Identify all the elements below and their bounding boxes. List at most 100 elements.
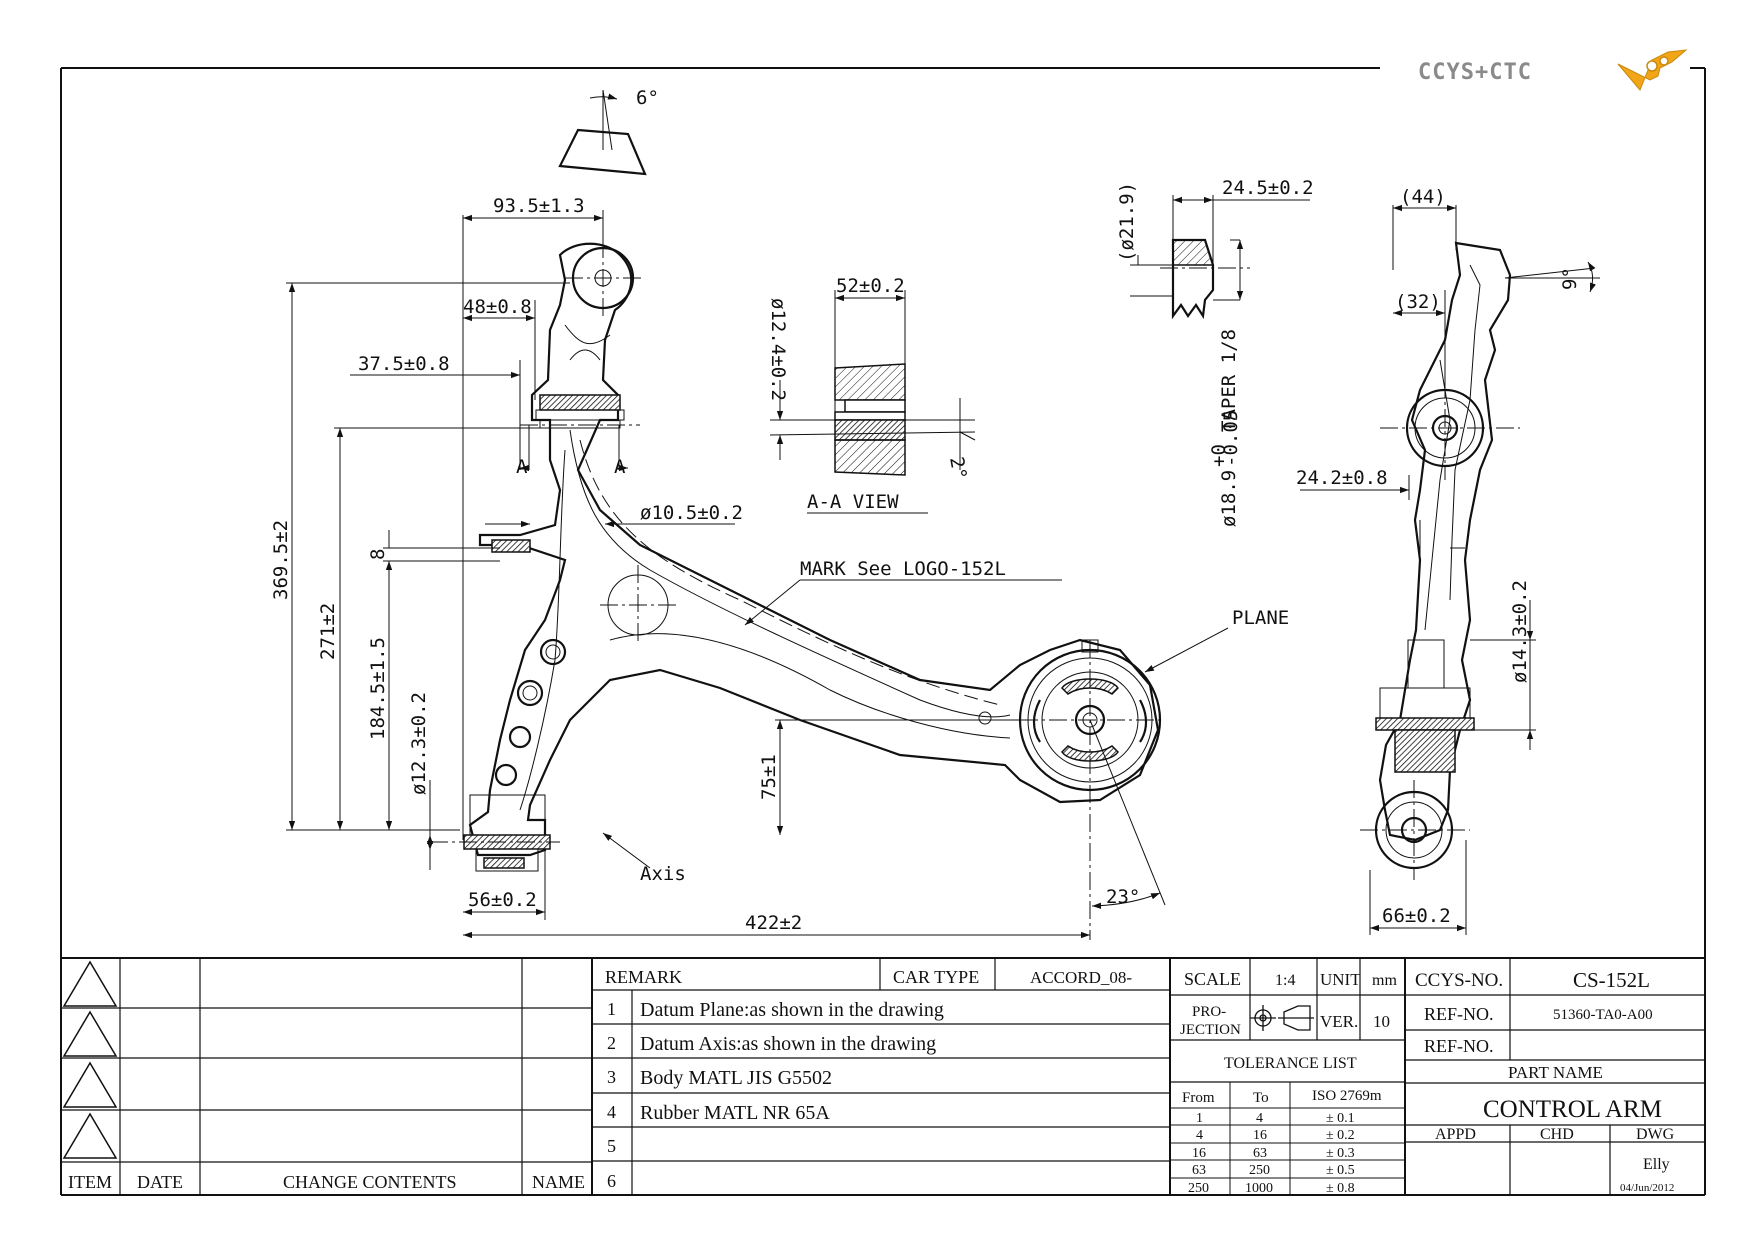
side-view: (44) (32) 9° 24.2±0.8 ø14.3±0.2 66±0.2 [1296,186,1600,935]
taper-view: 24.5±0.2 (ø21.9) TAPER 1/8 ø18.9 +0 -0.0… [1116,177,1314,527]
revision-triangle-icon [62,960,118,1007]
tol-to-4: 250 [1249,1163,1270,1178]
tol-to-3: 63 [1253,1146,1267,1161]
chd-label: CHD [1540,1126,1574,1143]
dim-21-9: (ø21.9) [1116,182,1138,262]
tol-to-5: 1000 [1245,1181,1273,1196]
dim-10-5: ø10.5±0.2 [640,502,743,524]
tol-header-from: From [1182,1090,1215,1106]
angle-6-label: 6° [636,87,659,109]
tol-from-5: 250 [1188,1181,1209,1196]
rev-header-date: DATE [137,1172,183,1192]
angle-2: 2° [945,455,971,481]
dim-56: 56±0.2 [468,889,537,911]
remark-text-4: Rubber MATL NR 65A [640,1102,830,1124]
remark-num-6: 6 [607,1171,616,1191]
remark-text-1: Datum Plane:as shown in the drawing [640,999,944,1021]
dim-18-9: ø18.9 [1218,470,1240,527]
car-type-value: ACCORD_08- [1030,968,1132,987]
dwg-name: Elly [1643,1156,1670,1173]
dim-8: 8 [367,549,389,560]
title-block-grid [61,957,1705,1195]
company-logo: CCYS+CTC [1418,49,1688,91]
dwg-date: 04/Jun/2012 [1620,1182,1674,1194]
dim-52: 52±0.2 [836,275,905,297]
dim-66: 66±0.2 [1382,905,1451,927]
revision-triangle-icon [62,1010,118,1057]
dim-24-2: 24.2±0.8 [1296,467,1388,489]
projection-label-2: JECTION [1180,1022,1241,1038]
tol-to-1: 4 [1256,1111,1263,1126]
tol-val-1: ± 0.1 [1326,1111,1355,1126]
projection-label-1: PRO- [1192,1004,1226,1020]
rear-bushing [1018,639,1162,940]
ccys-no-value: CS-152L [1573,968,1650,992]
part-name-label: PART NAME [1508,1063,1603,1082]
dim-44: (44) [1400,186,1446,208]
revision-triangle-icon [62,1061,118,1108]
dim-37-5: 37.5±0.8 [358,353,450,375]
taper-label: TAPER 1/8 [1218,329,1240,432]
arm-outline [468,242,1160,857]
remark-num-3: 3 [607,1067,616,1087]
ref-no-label-2: REF-NO. [1424,1036,1494,1056]
front-bushing [430,794,560,872]
dim-369-5: 369.5±2 [270,520,292,600]
ver-label: VER. [1320,1012,1358,1031]
dim-32: (32) [1395,291,1441,313]
ver-value: 10 [1373,1012,1390,1031]
aa-view-title: A-A VIEW [807,491,899,513]
rev-header-name: NAME [532,1172,585,1192]
scale-label: SCALE [1184,969,1241,989]
title-block-text: ITEM DATE CHANGE CONTENTS NAME REMARK CA… [68,967,1675,1196]
main-view: 6° A A [270,87,1289,940]
dwg-label: DWG [1636,1126,1675,1143]
angle-23: 23° [1106,886,1140,908]
upper-bushing [539,394,621,411]
tol-from-4: 63 [1192,1163,1206,1178]
rev-header-change: CHANGE CONTENTS [283,1172,457,1192]
revision-triangle-icon [62,1112,118,1159]
appd-label: APPD [1435,1126,1476,1143]
border-frame [60,67,1706,1196]
ref-no-label-1: REF-NO. [1424,1004,1494,1024]
tol-val-2: ± 0.2 [1326,1128,1355,1143]
tol-from-2: 4 [1196,1128,1203,1143]
ccys-no-label: CCYS-NO. [1415,970,1503,991]
dim-24-5: 24.5±0.2 [1222,177,1314,199]
dim-75: 75±1 [758,754,780,800]
scale-value: 1:4 [1275,972,1295,989]
label-mark: MARK See LOGO-152L [800,558,1006,580]
remark-num-5: 5 [607,1136,616,1156]
ref-no-value-1: 51360-TA0-A00 [1553,1007,1653,1023]
tol-from-1: 1 [1196,1111,1203,1126]
rev-header-item: ITEM [68,1172,112,1192]
remark-num-4: 4 [607,1102,616,1122]
tol-to-2: 16 [1253,1128,1267,1143]
remark-text-3: Body MATL JIS G5502 [640,1067,832,1089]
label-plane: PLANE [1232,607,1289,629]
dim-14-3: ø14.3±0.2 [1509,580,1531,683]
label-axis: Axis [640,863,686,885]
dim-271: 271±2 [317,603,339,660]
aa-view: 52±0.2 ø12.4±0.2 2° A-A VIEW [767,275,976,514]
remark-text-2: Datum Axis:as shown in the drawing [640,1033,936,1055]
taper-wedge-detail [558,128,647,176]
tol-val-3: ± 0.3 [1326,1146,1355,1161]
projection-symbol-icon [1250,1005,1314,1031]
remark-num-1: 1 [607,999,616,1019]
section-a-left-label: A [516,456,528,478]
dim-48: 48±0.8 [463,296,532,318]
tolerance-title: TOLERANCE LIST [1224,1055,1357,1072]
tol-val-4: ± 0.5 [1326,1163,1355,1178]
tol-val-5: ± 0.8 [1326,1181,1355,1196]
logo-text: CCYS+CTC [1418,60,1532,85]
car-type-label: CAR TYPE [893,967,979,987]
part-name-value: CONTROL ARM [1483,1096,1662,1123]
dim-12-4: ø12.4±0.2 [767,298,789,401]
dim-184-5: 184.5±1.5 [367,637,389,740]
dim-93-5: 93.5±1.3 [493,195,585,217]
unit-label: UNIT [1320,970,1361,989]
dim-18-9-tol-upper: +0 [1208,444,1230,467]
